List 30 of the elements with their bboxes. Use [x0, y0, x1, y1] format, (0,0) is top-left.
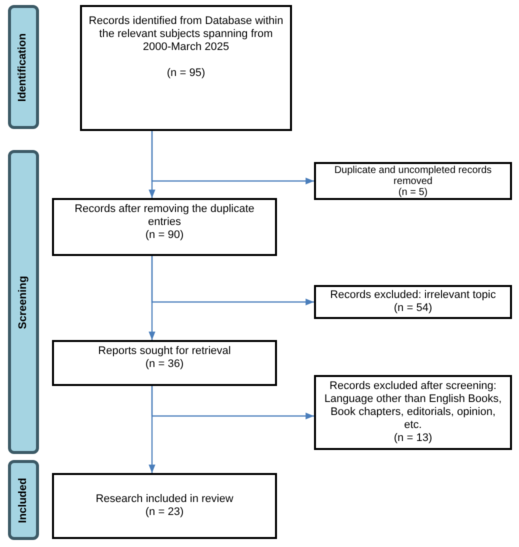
phase-label: Included — [17, 477, 30, 523]
count-text: (n = 5) — [398, 186, 428, 198]
phase-band — [8, 460, 39, 540]
box-text: Records excluded after screening: Language other than English Books, Book chapters, editorials, opinion, etc. — [323, 380, 503, 432]
arrow — [151, 256, 314, 306]
process-box — [314, 375, 512, 450]
count-text: (n = 54) — [394, 302, 432, 315]
box-text: Duplicate and uncompleted records removed — [333, 164, 493, 186]
arrow — [151, 131, 314, 184]
phase-label: Identification — [17, 32, 30, 102]
count-text: (n = 23) — [145, 506, 184, 519]
box-text: Records after removing the duplicate entries — [74, 203, 256, 229]
process-box — [52, 198, 277, 256]
arrow — [151, 386, 314, 420]
process-box — [52, 340, 277, 386]
box-text: Reports sought for retrieval — [98, 345, 231, 358]
count-text: (n = 90) — [145, 229, 184, 242]
count-text: (n = 95) — [166, 67, 206, 80]
box-text: Records identified from Database within the relevant subjects spanning from 2000-March 2025 — [88, 15, 284, 54]
process-box — [314, 162, 512, 200]
process-box — [52, 473, 277, 539]
phase-label: Screening — [17, 275, 30, 329]
process-box — [314, 285, 512, 319]
phase-band — [8, 150, 39, 454]
box-text: Research included in review — [96, 493, 234, 506]
count-text: (n = 13) — [394, 432, 432, 445]
box-text: Records excluded: irrelevant topic — [330, 289, 496, 302]
count-text: (n = 36) — [145, 358, 184, 371]
phase-band — [8, 5, 39, 129]
process-box — [80, 5, 292, 131]
